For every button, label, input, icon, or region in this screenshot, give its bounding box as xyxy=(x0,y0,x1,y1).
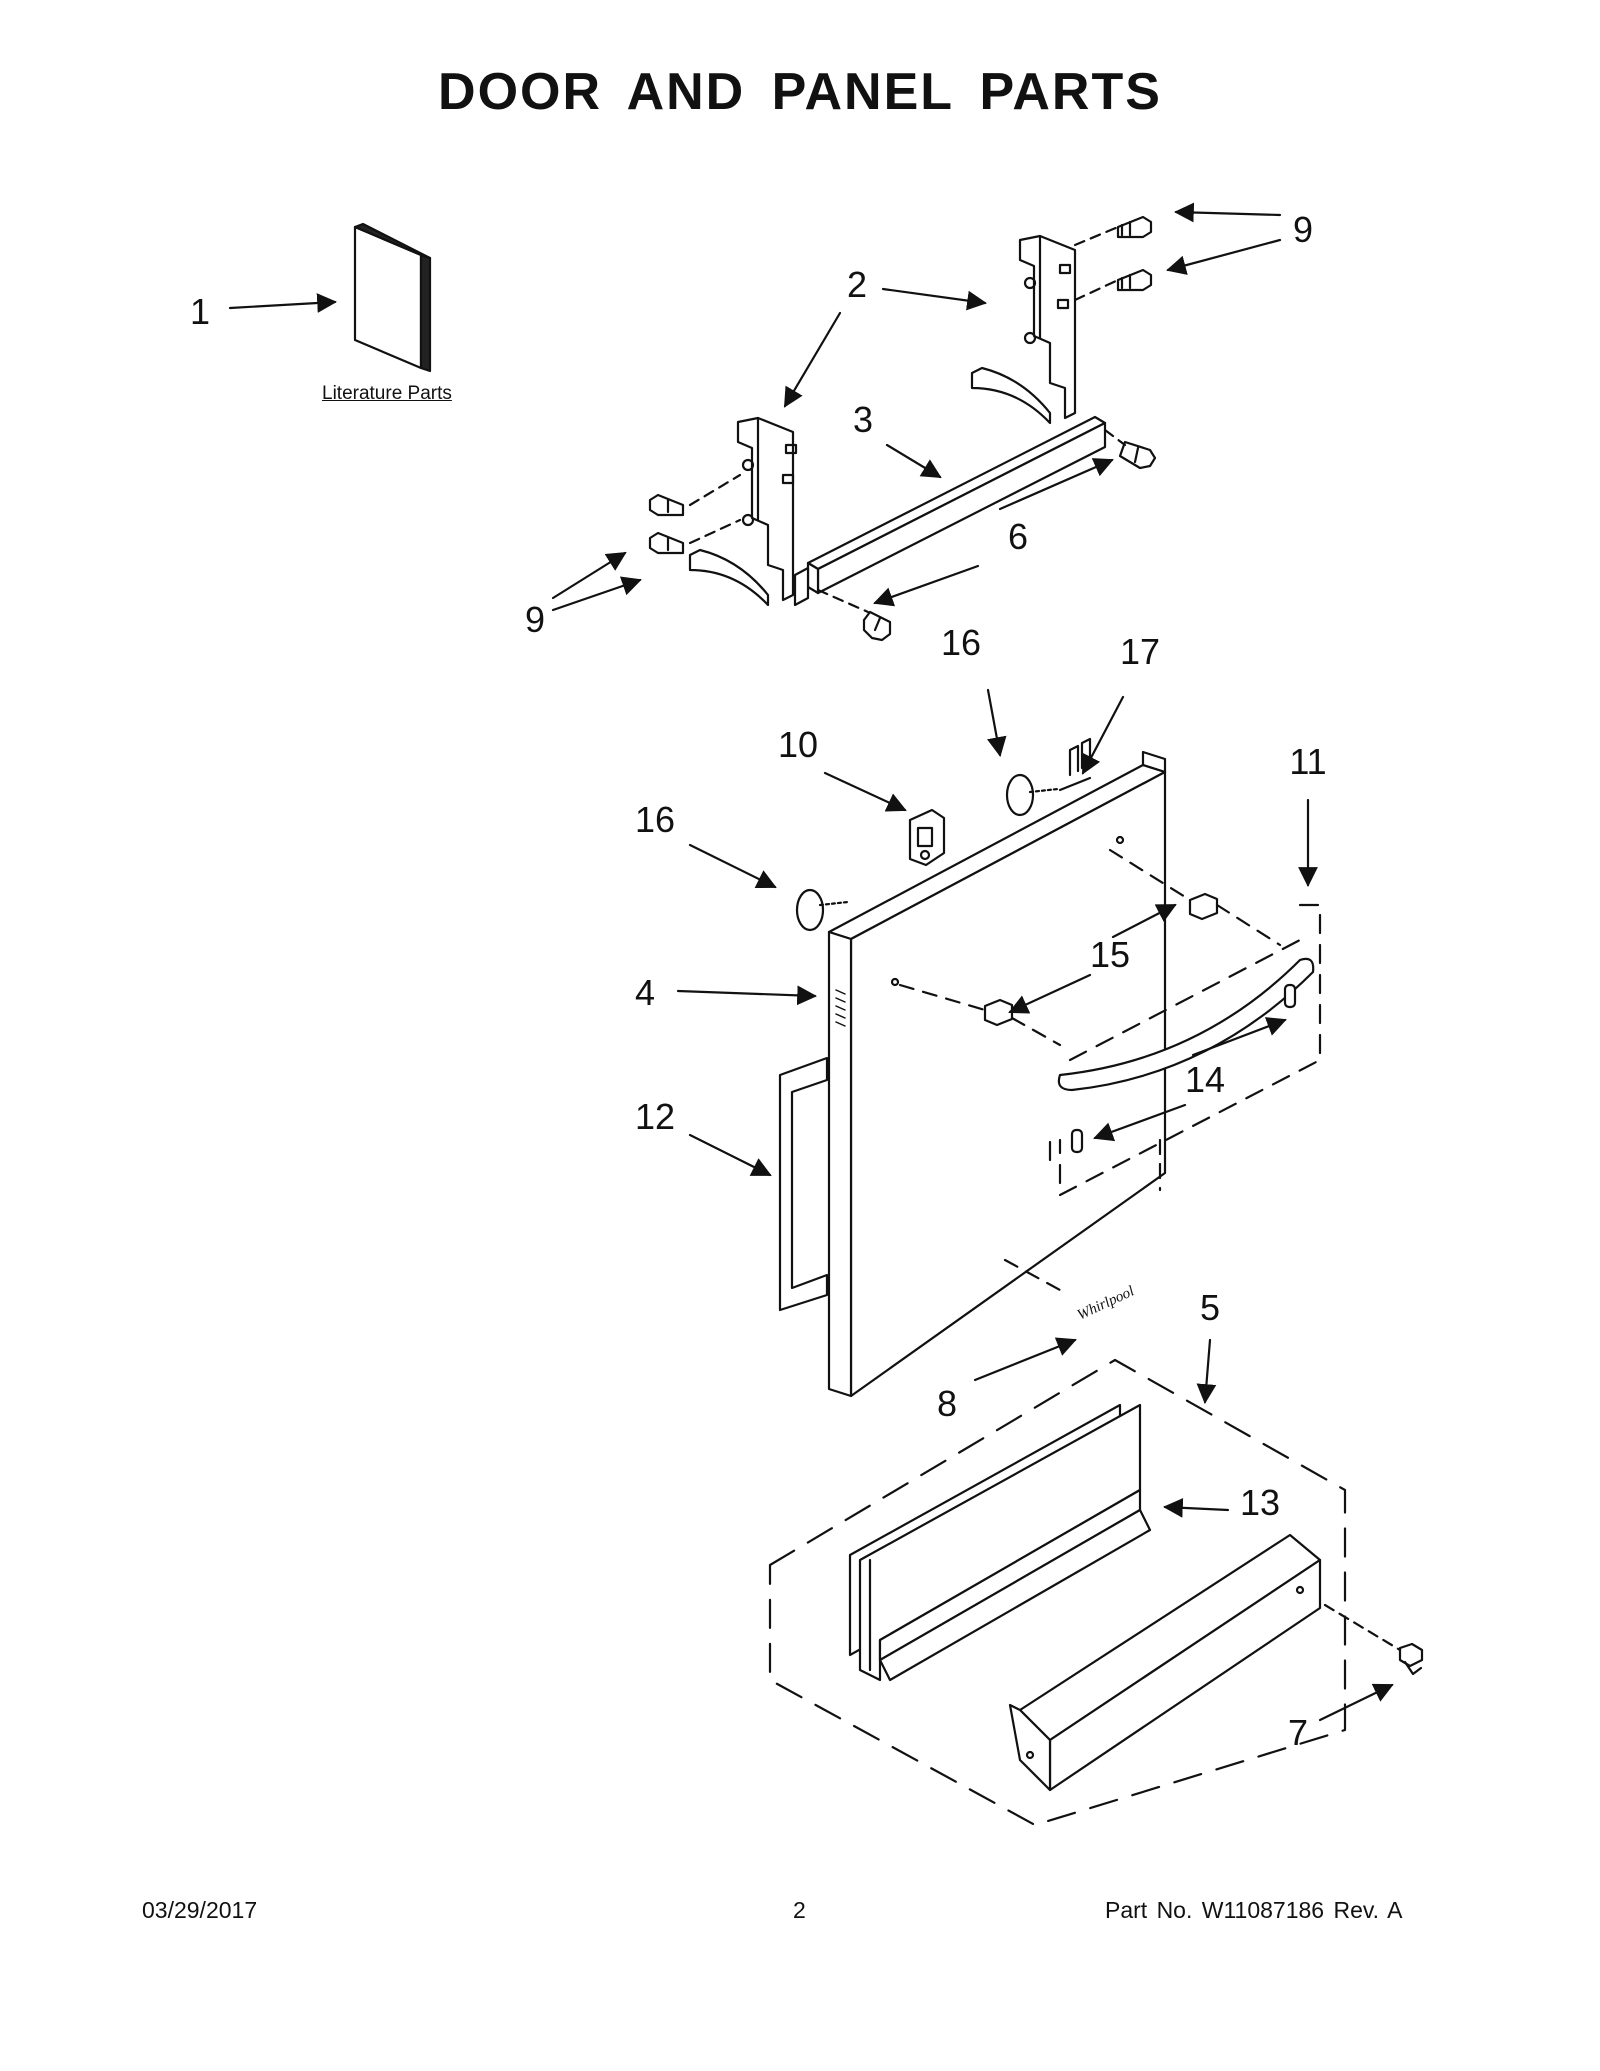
handle-spacer-right xyxy=(1188,892,1219,921)
door-handle xyxy=(1057,957,1315,1092)
screw-alignment-lines xyxy=(688,225,1127,614)
callout-10: 10 xyxy=(777,724,819,765)
callout-8: 8 xyxy=(936,1383,958,1424)
brand-logo: Whirlpool xyxy=(1075,1283,1137,1323)
callout-13: 13 xyxy=(1239,1482,1281,1523)
callout-3: 3 xyxy=(852,399,874,440)
callout-1: 1 xyxy=(189,291,211,332)
toe-panel-assembly-outline xyxy=(768,1358,1347,1827)
door-vent-slots xyxy=(835,989,846,1027)
handle-assembly-outline xyxy=(1048,903,1322,1197)
callout-7: 7 xyxy=(1287,1712,1309,1753)
left-hinge-bracket xyxy=(688,416,798,607)
literature-booklet xyxy=(353,222,432,373)
toe-panel xyxy=(1008,1533,1322,1792)
screw-9-left-bottom xyxy=(648,531,685,555)
screw-9-left-top xyxy=(648,493,685,517)
callout-5: 5 xyxy=(1199,1287,1221,1328)
callout-12: 12 xyxy=(634,1096,676,1137)
screw-7-alignment xyxy=(1323,1603,1402,1652)
spring-clip xyxy=(1058,737,1092,792)
insulation-block xyxy=(848,1403,1152,1682)
screw-9-middle xyxy=(1116,268,1153,292)
door-gasket xyxy=(778,1056,829,1312)
footer-part-number: Part No. W11087186 Rev. A xyxy=(1105,1897,1403,1923)
footer-page-number: 2 xyxy=(793,1897,806,1923)
callout-4: 4 xyxy=(634,972,656,1013)
page-title: DOOR AND PANEL PARTS xyxy=(438,63,1162,121)
handle-spacer-left xyxy=(983,998,1014,1027)
handle-pin-left xyxy=(1070,1128,1084,1154)
channel-bracket xyxy=(793,415,1107,607)
screw-6-right xyxy=(1118,440,1157,470)
callout-2: 2 xyxy=(846,264,868,305)
callout-16-top: 16 xyxy=(940,622,982,663)
callout-9-left: 9 xyxy=(524,599,546,640)
callout-17: 17 xyxy=(1119,631,1161,672)
callout-6: 6 xyxy=(1007,516,1029,557)
callout-11: 11 xyxy=(1289,741,1327,782)
screw-9-top xyxy=(1116,215,1153,239)
footer-date: 03/29/2017 xyxy=(142,1897,258,1923)
hinge-cap-right xyxy=(1005,773,1060,817)
handle-mount-lines xyxy=(898,848,1282,1292)
screw-6-left xyxy=(862,610,892,642)
door-panel xyxy=(827,750,1167,1398)
callout-9-top: 9 xyxy=(1292,209,1314,250)
leader-arrows xyxy=(228,202,1394,1722)
callout-16-left: 16 xyxy=(634,799,676,840)
literature-parts-label: Literature Parts xyxy=(322,383,452,404)
door-latch xyxy=(908,808,946,867)
toe-panel-screw xyxy=(1398,1642,1424,1676)
callout-14: 14 xyxy=(1184,1059,1226,1100)
right-hinge-bracket xyxy=(970,234,1077,425)
callout-15: 15 xyxy=(1089,934,1131,975)
handle-pin-right xyxy=(1283,983,1297,1009)
hinge-cap-left xyxy=(795,888,850,932)
